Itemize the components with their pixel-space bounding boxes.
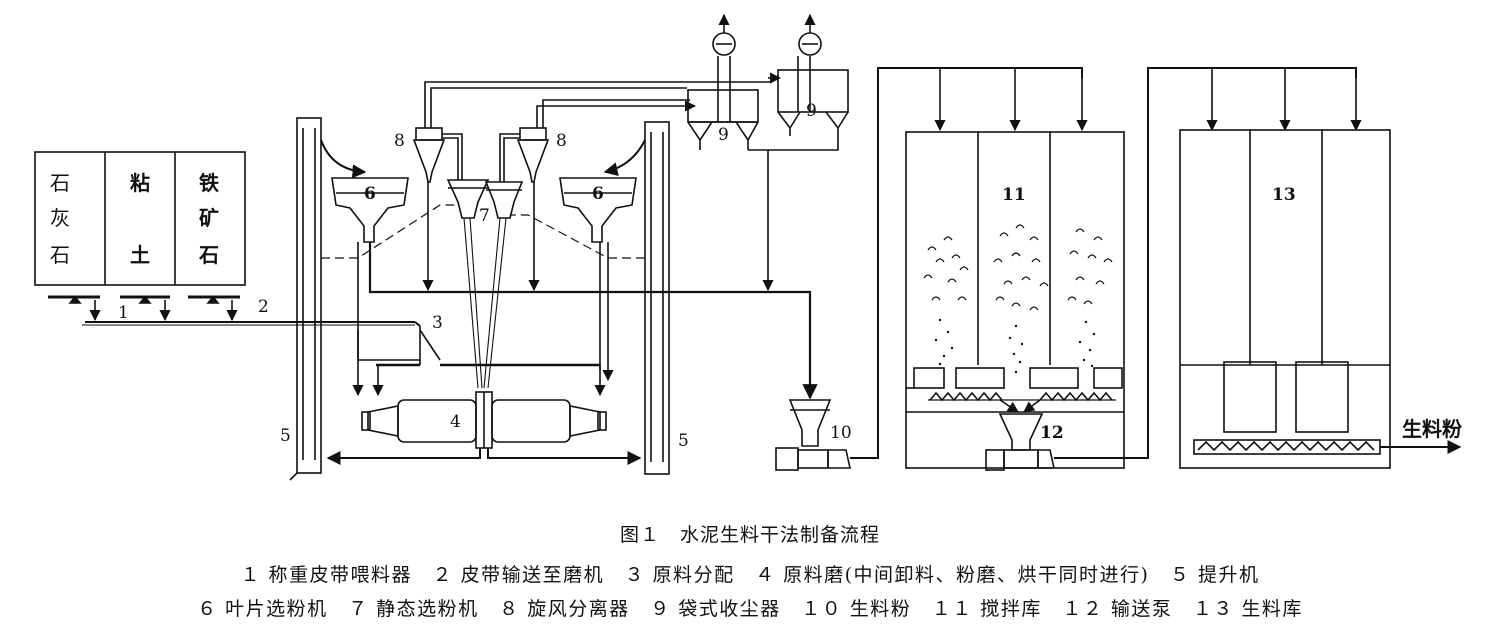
callout-10: 10 (830, 423, 852, 443)
blade-separator-left (331, 177, 409, 243)
static-separator-right (484, 181, 524, 219)
callout-9-right: 9 (806, 101, 817, 121)
bin-label-char: 石 (50, 171, 70, 195)
callout-1: 1 (118, 303, 129, 323)
bin-label-char: 石 (50, 243, 70, 267)
belt-conveyor (82, 321, 421, 327)
raw-material-bins (34, 151, 246, 286)
bucket-elevator-right (644, 121, 670, 475)
callout-11: 11 (1002, 185, 1026, 205)
transfer-pump (985, 413, 1055, 471)
callout-6-left: 6 (364, 184, 376, 204)
callout-5-left: 5 (280, 426, 291, 446)
weigh-belt-feeders (48, 295, 240, 322)
legend-line: ６ 叶片选粉机 ７ 静态选粉机 ８ 旋风分离器 ９ 袋式收尘器 １０ 生料粉 １… (197, 598, 1303, 620)
bin-label-char: 矿 (199, 206, 219, 230)
raw-material-distributor (372, 326, 606, 397)
callout-5-right: 5 (678, 431, 689, 451)
aeration-bubbles (923, 224, 1113, 311)
callout-13: 13 (1272, 185, 1296, 205)
blending-silo (905, 131, 1125, 469)
legend-line: １ 称重皮带喂料器 ２ 皮带输送至磨机 ３ 原料分配 ４ 原料磨(中间卸料、粉磨… (240, 564, 1260, 586)
static-separator-left (446, 179, 490, 219)
callout-8-left: 8 (394, 131, 405, 151)
bin-label-char: 铁 (199, 171, 219, 195)
bin-label-char: 石 (198, 243, 219, 267)
air-ducts-dashed (321, 204, 645, 259)
bin-label-char: 土 (130, 243, 150, 267)
return-pipes (463, 217, 507, 389)
callout-2: 2 (258, 297, 269, 317)
powder-dots (934, 318, 1096, 374)
raw-meal-silo (1179, 129, 1462, 469)
callout-6-right: 6 (592, 184, 604, 204)
product-hopper-pump (775, 399, 851, 471)
cyclone-left (412, 127, 446, 183)
callout-7: 7 (479, 206, 490, 226)
callout-4: 4 (450, 412, 461, 432)
exhaust-fans (712, 13, 822, 72)
bucket-elevator-left (289, 117, 322, 481)
figure-caption: 图１ 水泥生料干法制备流程 (619, 524, 880, 546)
bin-label-char: 灰 (50, 206, 70, 230)
blade-separator-right (559, 177, 637, 243)
callout-12: 12 (1040, 423, 1064, 443)
bag-filter-right (777, 60, 849, 136)
cyclone-right (516, 127, 550, 183)
callout-9-left: 9 (718, 125, 729, 145)
bin-label-char: 粘 (130, 171, 150, 195)
callout-8-right: 8 (556, 131, 567, 151)
product-label: 生料粉 (1402, 417, 1462, 441)
raw-mill (361, 391, 607, 449)
bag-filter-left (687, 72, 759, 150)
callout-3: 3 (432, 313, 443, 333)
